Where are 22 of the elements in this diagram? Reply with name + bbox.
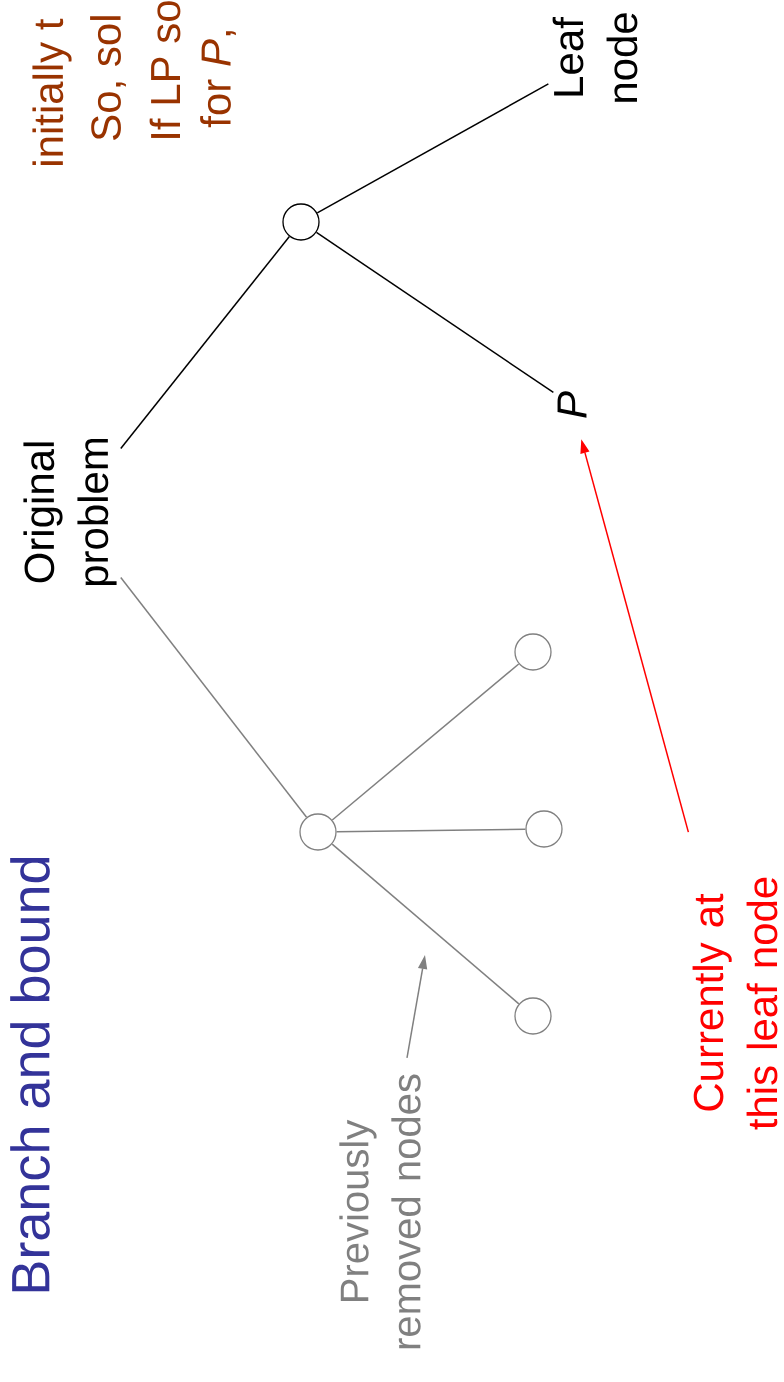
tree-edge xyxy=(331,843,520,1005)
tree-edge xyxy=(315,231,555,394)
note-text: If LP so xyxy=(149,1,181,138)
node-label: Leaf node xyxy=(552,13,638,102)
tree-node-circle xyxy=(282,203,320,241)
title: Branch and bound xyxy=(10,857,50,1292)
note-text: initially t xyxy=(32,18,72,165)
note-text: for P, xyxy=(200,31,236,128)
tree-edge xyxy=(335,828,527,833)
node-label: Original problem xyxy=(23,438,117,586)
tree-edge xyxy=(316,83,550,214)
tree-node-circle xyxy=(299,813,337,851)
tree-edge xyxy=(120,235,291,450)
tree-node-circle xyxy=(514,633,552,671)
tree-node-circle xyxy=(514,997,552,1035)
node-label: Currently at this leaf node xyxy=(692,877,778,1130)
node-label: Previously removed nodes xyxy=(339,1074,421,1349)
tree-edge xyxy=(331,663,520,821)
tree-edge xyxy=(120,576,308,818)
node-label: P xyxy=(557,391,587,418)
tree-node-circle xyxy=(525,810,563,848)
note-text: So, sol xyxy=(90,16,126,140)
